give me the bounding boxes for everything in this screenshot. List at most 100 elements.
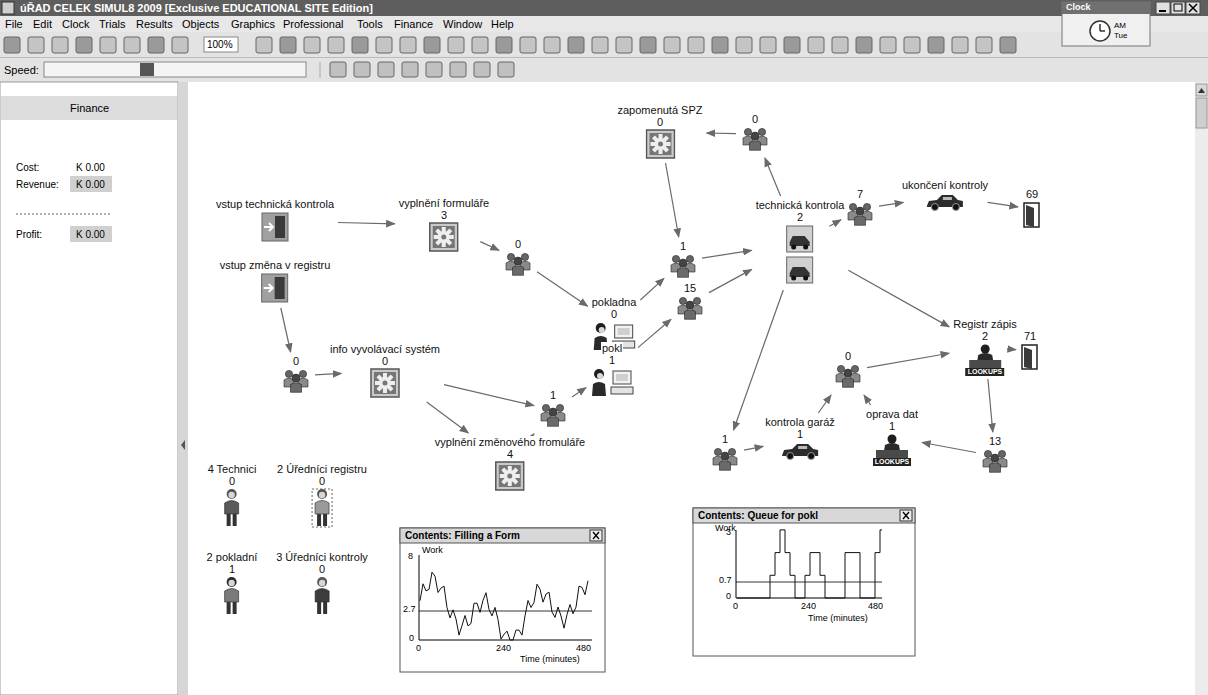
title-bar — [0, 0, 1208, 16]
flow-arrow — [666, 163, 679, 237]
toolbar — [280, 37, 296, 53]
simulation-canvas — [188, 82, 1195, 695]
queue-storage-icon — [979, 448, 1011, 476]
flow-arrow — [427, 402, 469, 433]
title-bar — [0, 0, 1208, 16]
title-bar — [1156, 2, 1170, 14]
toolbar — [124, 37, 140, 53]
speed-bar — [0, 58, 1208, 82]
queue-storage-icon — [667, 253, 699, 281]
clock-window — [1062, 2, 1150, 46]
object-count: 1 — [721, 433, 729, 445]
toolbar-button — [4, 37, 1016, 53]
object-count: 0 — [292, 355, 300, 367]
finance-panel — [0, 82, 178, 695]
toolbar — [1000, 37, 1016, 53]
toolbar — [100, 37, 116, 53]
menu-item: Help — [491, 18, 514, 30]
queue-storage: 0 — [832, 350, 864, 392]
scroll-bar — [1196, 98, 1207, 128]
chart-axis-text: 480 — [576, 644, 591, 654]
queue-storage-icon — [844, 201, 876, 229]
object-count: 1 — [679, 240, 687, 252]
chart-window — [693, 508, 915, 656]
speed-bar — [498, 62, 514, 77]
title-bar — [1171, 2, 1185, 14]
toolbar — [352, 37, 368, 53]
object-count: 2 — [981, 330, 989, 342]
menu-item: Objects — [182, 18, 219, 30]
chart-axis-text: Time (minutes) — [808, 614, 868, 624]
registry-desk-icon — [874, 433, 910, 459]
title-bar — [1174, 4, 1182, 11]
speed-bar — [0, 58, 1208, 82]
clock-window — [1062, 2, 1150, 14]
chart-window — [400, 528, 605, 543]
finance-value: K 0.00 — [76, 162, 105, 173]
clock-window — [1100, 24, 1105, 31]
clock-text: Clock — [1066, 3, 1091, 13]
speed-bar — [402, 62, 418, 77]
chart-axis-text: 0 — [733, 602, 738, 612]
finance-panel — [1, 96, 177, 120]
chart-axis-text: 240 — [801, 602, 816, 612]
queue-storage-icon — [832, 363, 864, 391]
chart-axis-text: 480 — [868, 602, 883, 612]
object-count: 1 — [549, 389, 557, 401]
toolbar — [760, 37, 776, 53]
toolbar — [424, 37, 440, 53]
speed-label: Speed: — [4, 64, 39, 76]
work-center-icon — [495, 461, 525, 491]
chart-line — [420, 572, 588, 640]
panel-splitter — [178, 82, 188, 695]
chart-window — [693, 508, 915, 523]
chart-window — [693, 508, 915, 656]
object-count: 0 — [228, 475, 236, 487]
finance-panel — [70, 226, 112, 242]
object-name: 4 Technici — [207, 463, 258, 475]
flow-arrow — [744, 446, 763, 450]
object-count: 1 — [888, 420, 896, 432]
menu-item: Clock — [62, 18, 90, 30]
object-count: 7 — [856, 188, 864, 200]
cashier-desk: pokl1 — [589, 342, 635, 398]
work-center: info vyvolávací systém0 — [329, 343, 441, 399]
flow-arrow — [988, 202, 1018, 207]
queue-storage: 0 — [502, 238, 534, 280]
chart-axis-text: 0.7 — [719, 576, 732, 586]
menu-item: Professional — [283, 18, 344, 30]
queue-storage-icon — [537, 402, 569, 430]
flow-arrow — [864, 395, 871, 405]
exit-point: 71 — [1019, 330, 1041, 372]
object-count: 0 — [751, 113, 759, 125]
speed-bar — [44, 62, 306, 77]
title-bar — [2, 2, 14, 14]
chart-window — [400, 528, 605, 672]
object-count: 15 — [683, 282, 697, 294]
panel-splitter — [178, 82, 188, 695]
queue-storage: 0 — [739, 113, 771, 155]
object-name: 2 pokladní — [206, 551, 259, 563]
work-center-icon — [645, 129, 675, 159]
toolbar — [664, 37, 680, 53]
registry-desk: oprava dat1LOOKUPS — [865, 408, 919, 466]
finance-field: Profit: — [16, 229, 42, 240]
speed-bar — [378, 62, 394, 77]
object-name: 2 Úředníci registru — [276, 463, 368, 475]
title-bar — [1186, 2, 1200, 14]
object-name: vstup technická kontrola — [215, 198, 335, 210]
toolbar — [640, 37, 656, 53]
object-count: 1 — [228, 563, 236, 575]
entry-point-icon — [260, 272, 290, 304]
speed-bar — [450, 62, 466, 77]
toolbar — [592, 37, 608, 53]
vehicle-activity: kontrola garáž1 — [764, 416, 836, 462]
resource-pool: 2 pokladní1 — [206, 551, 259, 617]
flow-arrow — [765, 158, 781, 196]
panel-title: Finance — [70, 102, 109, 114]
toolbar — [448, 37, 464, 53]
flow-arrow — [702, 250, 752, 258]
queue-storage-icon — [280, 368, 312, 396]
menu-item: Finance — [394, 18, 433, 30]
object-name: info vyvolávací systém — [329, 343, 441, 355]
